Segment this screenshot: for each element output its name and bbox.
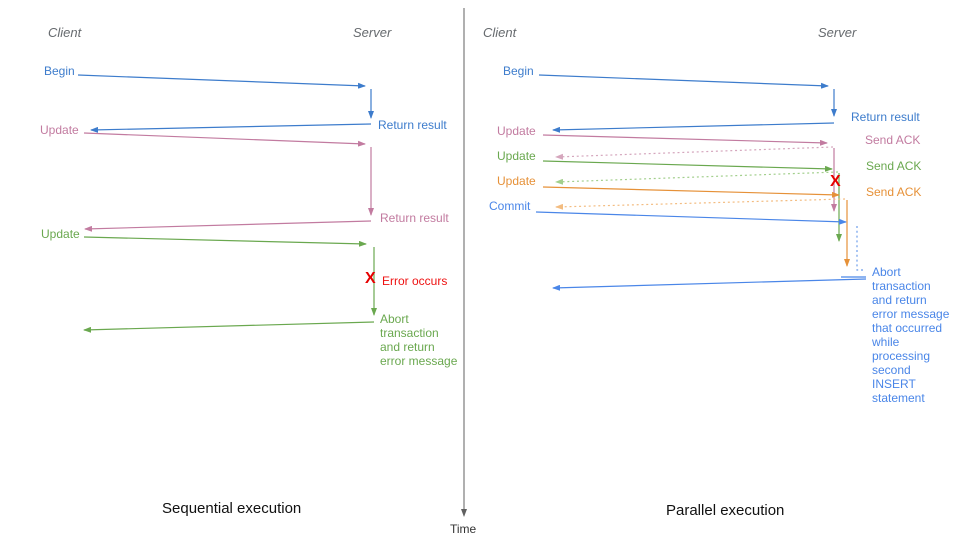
par-abort-text: Abort transaction and return error messa… <box>872 265 950 405</box>
seq-client-header: Client <box>48 25 82 40</box>
par-update-label-2: Update <box>497 149 536 163</box>
seq-update-label-2: Update <box>41 227 80 241</box>
par-send-ack-label-3: Send ACK <box>866 185 922 199</box>
par-update-label-1: Update <box>497 124 536 138</box>
sequential-caption: Sequential execution <box>162 500 302 517</box>
seq-begin-request-arrow <box>77 74 366 89</box>
par-update-label-3: Update <box>497 174 536 188</box>
seq-server-header: Server <box>353 25 392 40</box>
seq-begin-label: Begin <box>44 64 75 78</box>
seq-return-result-label-2: Return result <box>380 211 449 225</box>
par-commit-wait-dashed-line <box>856 226 864 271</box>
par-error-x-icon: X <box>830 173 841 190</box>
seq-error-x-icon: X <box>365 270 376 287</box>
par-client-header: Client <box>483 25 517 40</box>
par-abort-return-arrow <box>552 278 867 291</box>
par-send-ack-label-2: Send ACK <box>866 159 922 173</box>
parallel-caption: Parallel execution <box>666 502 785 519</box>
seq-return-result-arrow-2 <box>84 220 372 232</box>
seq-update-label-1: Update <box>40 123 79 137</box>
seq-update1-request-arrow <box>83 132 366 147</box>
par-send-ack-label-1: Send ACK <box>865 133 921 147</box>
seq-error-occurs-label: Error occurs <box>382 274 448 288</box>
par-ack3-dashed-arrow <box>555 198 846 210</box>
par-begin-label: Begin <box>503 64 534 78</box>
time-axis-label: Time <box>450 522 477 536</box>
seq-return-result-arrow-1 <box>90 123 372 133</box>
par-commit-label: Commit <box>489 199 531 213</box>
seq-update2-request-arrow <box>83 236 367 247</box>
par-return-result-label: Return result <box>851 110 920 124</box>
seq-abort-text: Abort transaction and return error messa… <box>380 312 458 368</box>
par-return-result-arrow <box>552 122 835 133</box>
par-ack1-dashed-arrow <box>555 146 834 160</box>
par-update3-request-arrow <box>542 186 840 198</box>
par-update2-request-arrow <box>542 160 833 172</box>
par-update1-request-arrow <box>542 134 828 146</box>
par-server-header: Server <box>818 25 857 40</box>
parallel-panel-lines <box>535 74 867 291</box>
par-ack2-dashed-arrow <box>555 171 839 185</box>
seq-return-result-label-1: Return result <box>378 118 447 132</box>
seq-abort-return-arrow <box>83 321 375 333</box>
sequential-panel-lines <box>77 74 377 333</box>
par-begin-request-arrow <box>538 74 829 89</box>
par-commit-request-arrow <box>535 211 847 225</box>
